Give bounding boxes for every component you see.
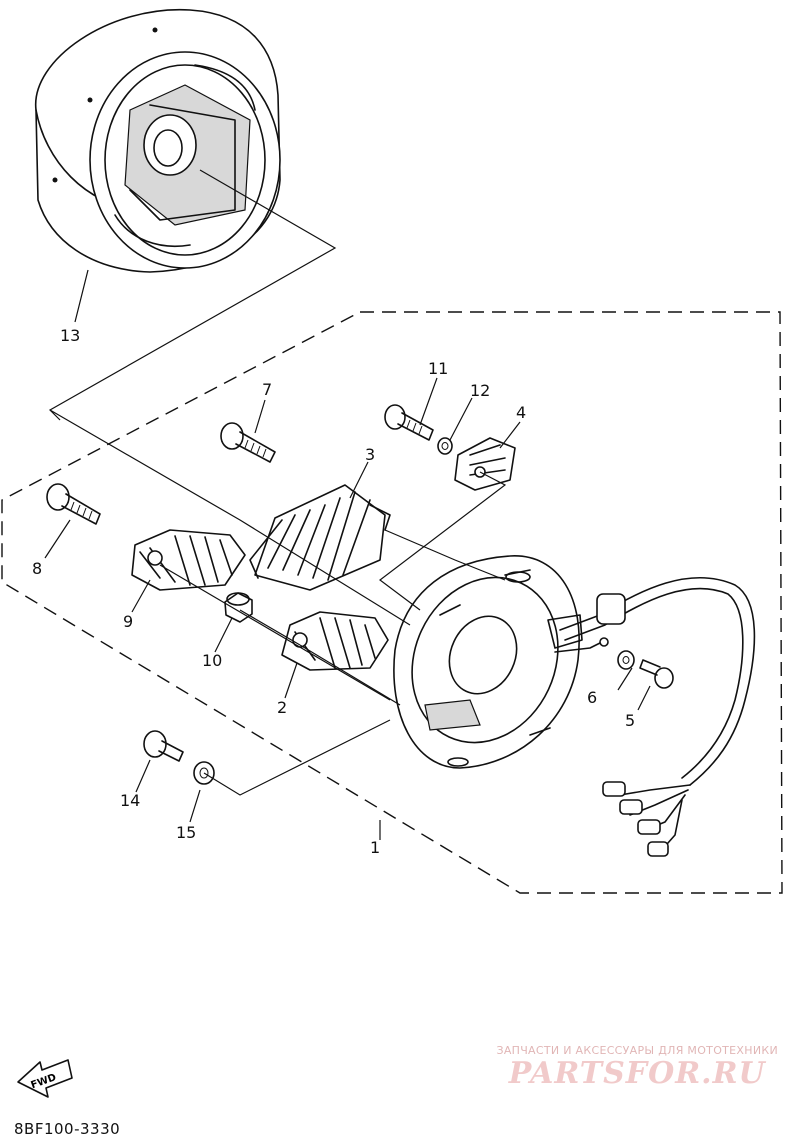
charge-coil-left: [131, 529, 246, 591]
watermark-logo: PARTSFOR.RU: [508, 1056, 766, 1091]
assembly-boundary: [1, 311, 783, 894]
pulser-coil: [249, 484, 391, 591]
washer-6: [617, 650, 635, 670]
screw-5: [639, 659, 674, 689]
wire-harness: [554, 576, 756, 857]
callout-leaders: [44, 269, 651, 840]
callout-12: 12: [470, 381, 490, 400]
pickup-coil-small: [454, 437, 516, 491]
watermark-tagline: ЗАПЧАСТИ И АКСЕССУАРЫ ДЛЯ МОТОТЕХНИКИ: [496, 1044, 778, 1057]
callout-11: 11: [428, 359, 448, 378]
collar-spacer: [224, 592, 253, 623]
screw-14: [143, 730, 184, 762]
assembly-guide-lines: [49, 169, 507, 796]
fwd-arrow-icon: FWD: [17, 1059, 73, 1098]
callout-15: 15: [176, 823, 196, 842]
callout-10: 10: [202, 651, 222, 670]
callout-2: 2: [277, 698, 287, 717]
callout-13: 13: [60, 326, 80, 345]
bolt-7: [220, 422, 276, 463]
callout-14: 14: [120, 791, 140, 810]
washer-12: [437, 437, 453, 455]
callout-9: 9: [123, 612, 133, 631]
callout-1: 1: [370, 838, 380, 857]
flywheel-rotor: [35, 8, 281, 273]
callout-8: 8: [32, 559, 42, 578]
callout-6: 6: [587, 688, 597, 707]
callout-7: 7: [262, 380, 272, 399]
bolt-11: [384, 404, 434, 441]
watermark: ЗАПЧАСТИ И АКСЕССУАРЫ ДЛЯ МОТОТЕХНИКИ PA…: [496, 1044, 778, 1091]
stator-base-plate: [393, 555, 583, 769]
callout-5: 5: [625, 711, 635, 730]
callout-3: 3: [365, 445, 375, 464]
drawing-code: 8BF100-3330: [14, 1120, 121, 1138]
lighting-coil: [281, 611, 389, 671]
callout-4: 4: [516, 403, 526, 422]
bolt-8: [46, 483, 101, 525]
